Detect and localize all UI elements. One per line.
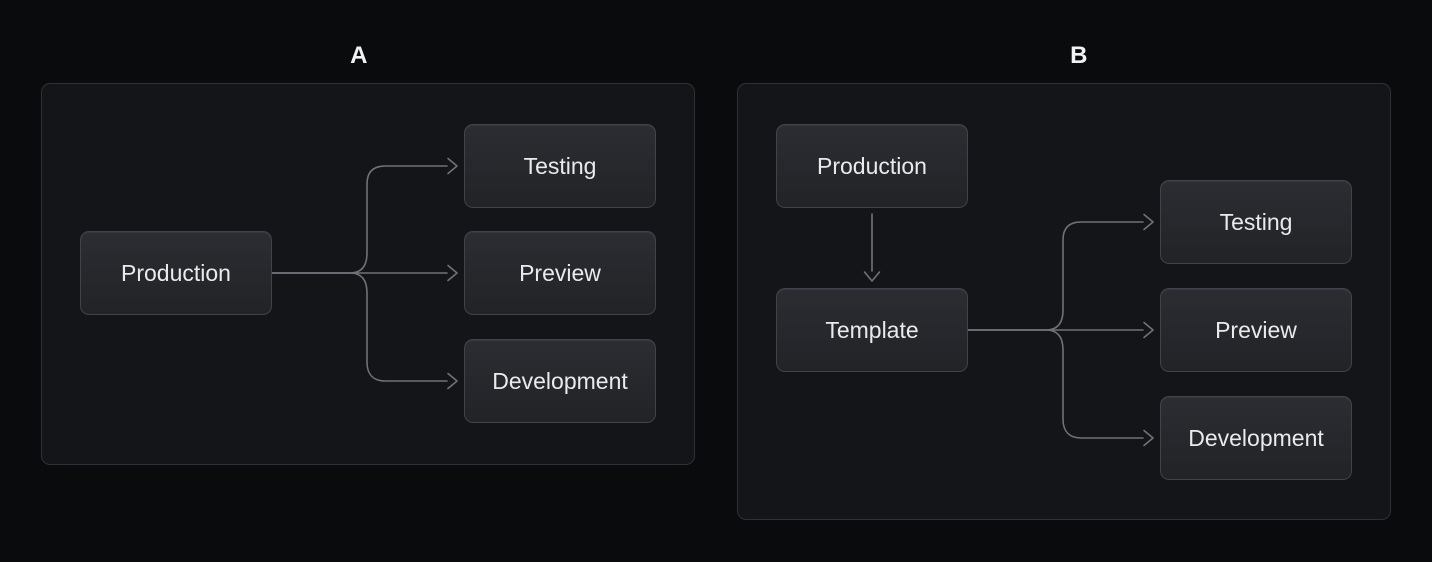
arrowhead-icon (447, 372, 458, 390)
node-a-development: Development (464, 339, 656, 423)
node-label: Preview (519, 259, 601, 286)
node-label: Preview (1215, 316, 1297, 343)
node-label: Development (492, 367, 628, 394)
arrowhead-icon (447, 157, 458, 175)
edge-a-production-to-development (271, 272, 458, 390)
panel-a-title: A (350, 42, 368, 69)
edge-b-template-to-testing (967, 213, 1154, 331)
arrowhead-icon (447, 264, 458, 282)
node-b-preview: Preview (1160, 288, 1352, 372)
node-a-production: Production (80, 231, 272, 315)
edge-line (967, 329, 1144, 439)
node-b-development: Development (1160, 396, 1352, 480)
arrowhead-icon (1143, 429, 1154, 447)
node-b-testing: Testing (1160, 180, 1352, 264)
edge-b-template-to-development (967, 329, 1154, 447)
node-a-preview: Preview (464, 231, 656, 315)
edge-line (967, 221, 1144, 331)
edge-line (271, 272, 448, 382)
node-label: Testing (523, 152, 597, 179)
node-label: Development (1188, 424, 1324, 451)
node-label: Template (825, 316, 919, 343)
node-b-template: Template (776, 288, 968, 372)
node-a-testing: Testing (464, 124, 656, 208)
node-label: Production (121, 259, 231, 286)
arrowhead-icon (863, 271, 881, 282)
node-label: Testing (1219, 208, 1293, 235)
arrowhead-icon (1143, 213, 1154, 231)
edge-line (271, 165, 448, 274)
panel-b-title: B (1070, 42, 1088, 69)
arrowhead-icon (1143, 321, 1154, 339)
edge-b-production-to-template (863, 213, 881, 282)
edge-a-production-to-testing (271, 157, 458, 274)
node-label: Production (817, 152, 927, 179)
node-b-production: Production (776, 124, 968, 208)
